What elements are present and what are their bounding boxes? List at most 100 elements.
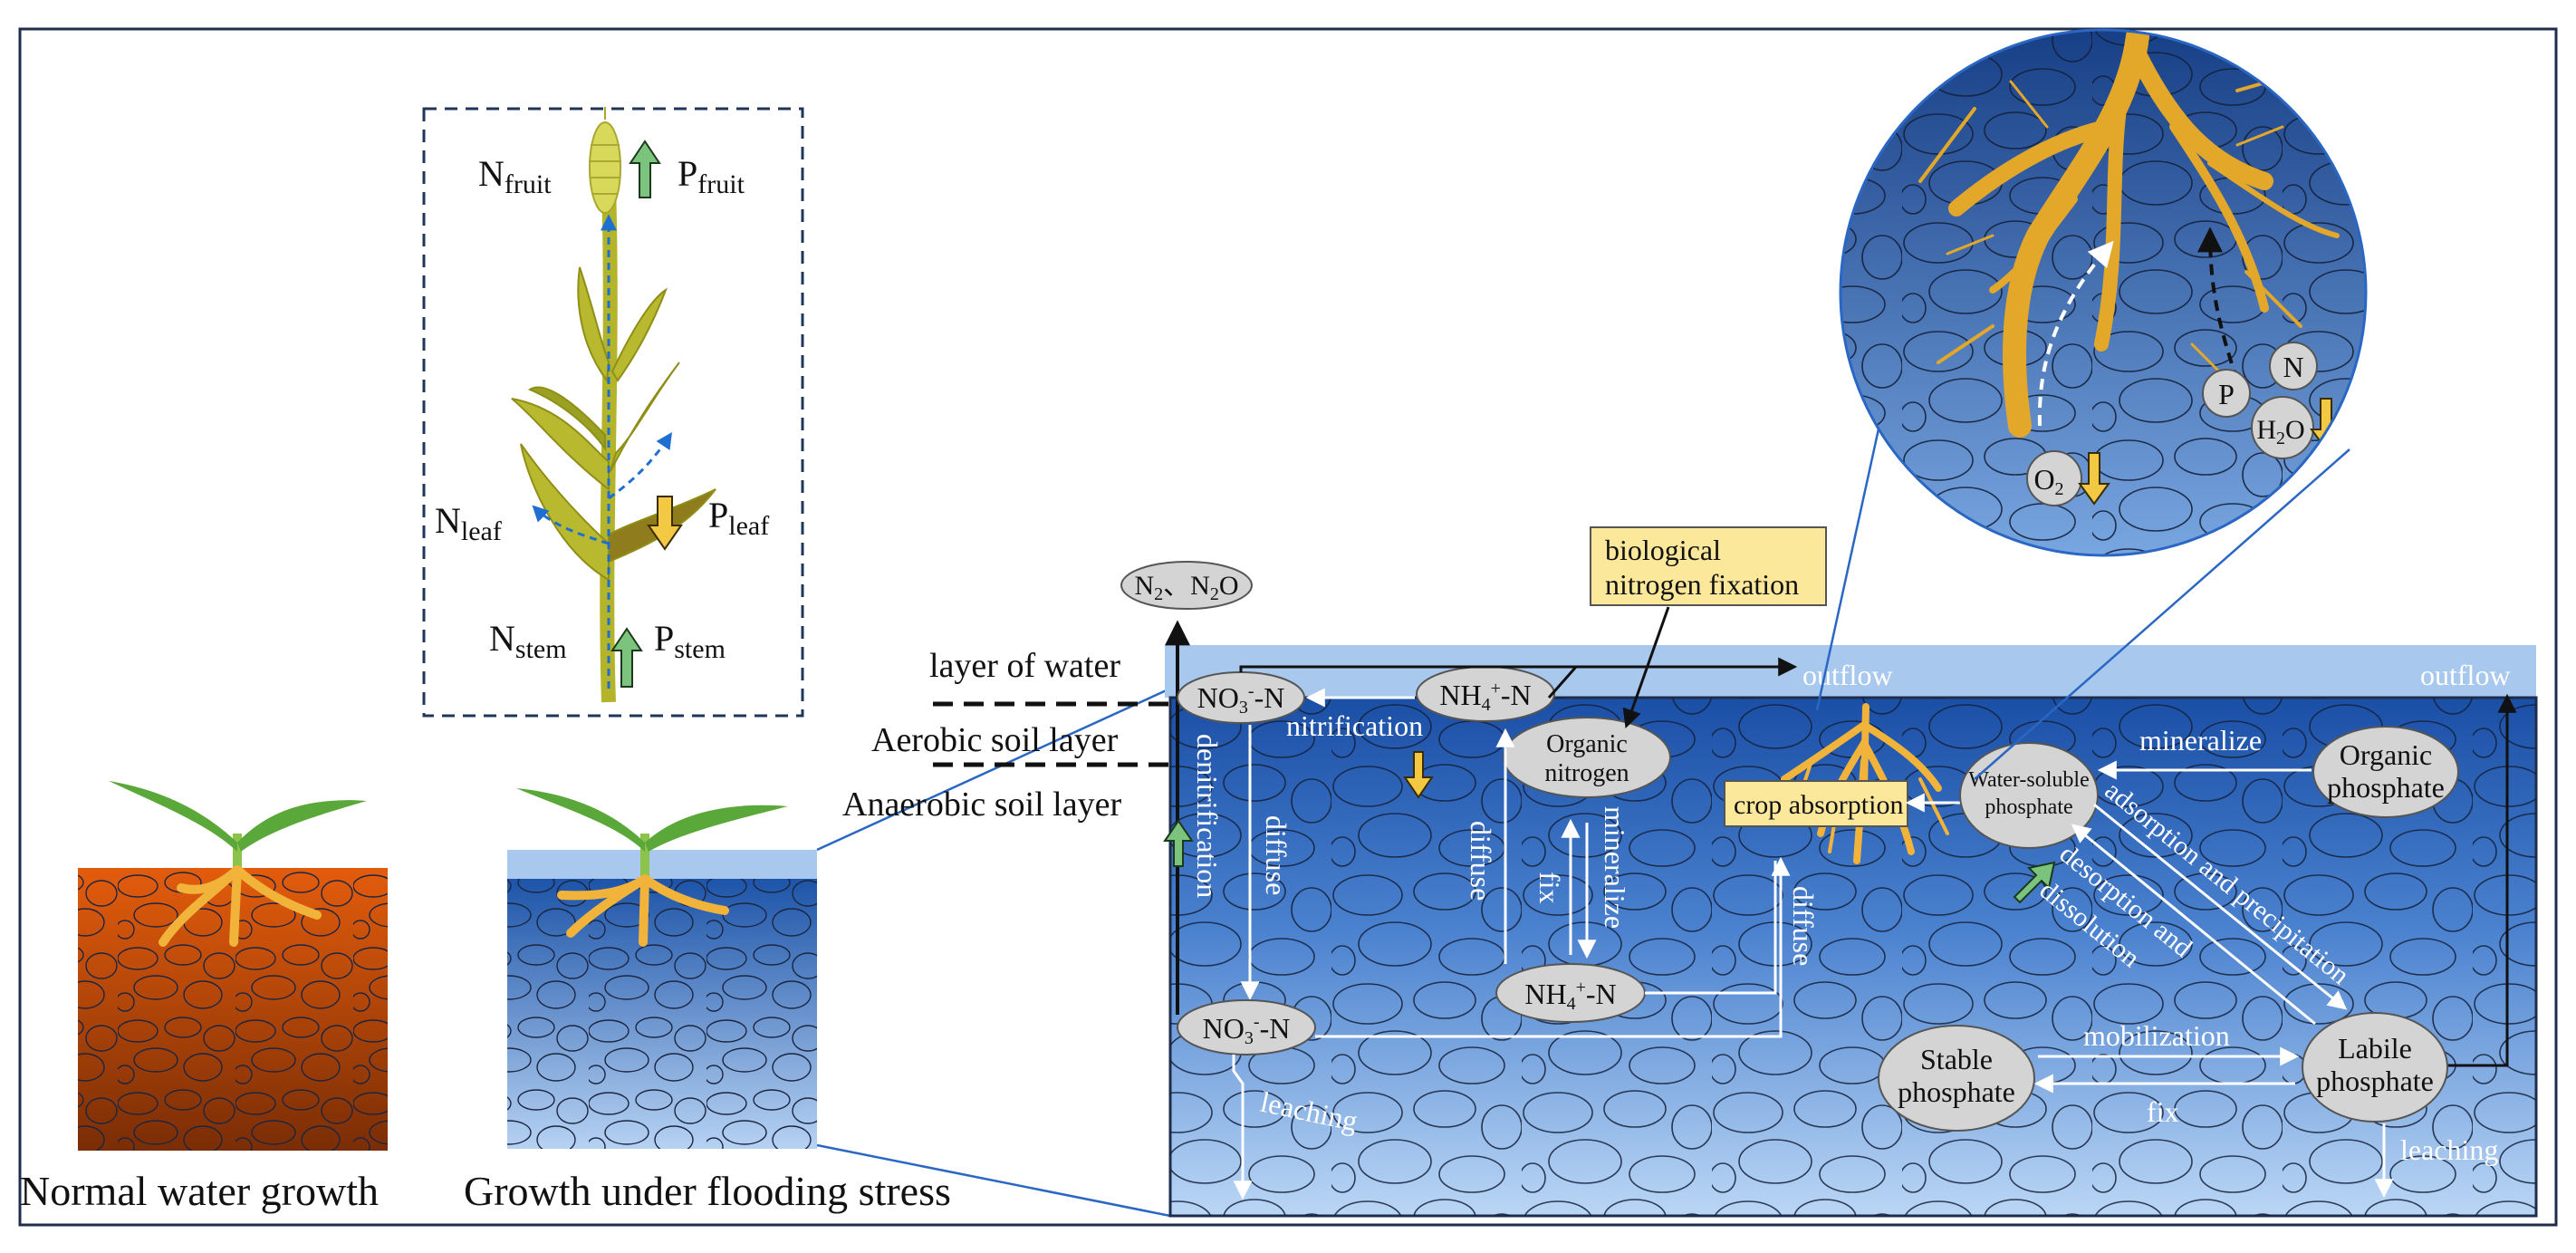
h2o-sub: 2	[2276, 429, 2285, 448]
stable-phosphate-label-2: phosphate	[1898, 1075, 2015, 1108]
organic-nitrogen-label-2: nitrogen	[1544, 759, 1629, 787]
n-stem-label: N	[489, 618, 515, 659]
bnf-box	[1590, 526, 1827, 606]
no3-bottom-end: -N	[1260, 1012, 1291, 1045]
stable-phosphate-label-1: Stable	[1920, 1043, 1993, 1075]
organic-nitrogen-label-1: Organic	[1546, 730, 1628, 758]
n2o-end: O	[1219, 571, 1239, 601]
no3-top-sub: 3	[1239, 698, 1248, 718]
crop-absorption-label: crop absorption	[1734, 790, 1903, 820]
nh4-top-sup: +	[1491, 679, 1501, 699]
caption-flooding: Growth under flooding stress	[464, 1168, 951, 1214]
no3-bottom-sub: 3	[1245, 1028, 1254, 1048]
h2o-label: H	[2256, 415, 2276, 445]
outflow-arrow-left	[1239, 657, 1798, 677]
bnf-arrow	[1622, 606, 1670, 728]
nh4-top-end: -N	[1501, 679, 1532, 711]
plant-stem	[600, 185, 618, 703]
root-zoom-circle: O2 P N H2O	[1839, 28, 2368, 557]
n2-label: N	[1134, 571, 1154, 601]
organic-phosphate-label-1: Organic	[2340, 738, 2432, 771]
fix-label-1: fix	[1533, 872, 1566, 904]
n2o-sub: 2	[1210, 584, 1219, 604]
nh4-to-crop-line	[1645, 861, 1777, 995]
svg-text:NH4+-N: NH4+-N	[1524, 978, 1616, 1014]
labile-phosphate-node	[2302, 1012, 2448, 1123]
no3-top-label: NO	[1197, 681, 1239, 714]
flood-plant	[516, 788, 788, 947]
denitrification-label: denitrification	[1191, 734, 1224, 898]
root-zoom-line-right	[1974, 448, 2350, 780]
p-stem-label: P	[654, 618, 674, 659]
fix-label-2: fix	[2147, 1095, 2179, 1128]
flooding-growth-panel: Growth under flooding stress	[464, 788, 951, 1214]
bnf-label-1: biological	[1605, 534, 1721, 566]
h2o-node	[2251, 396, 2314, 459]
n-fruit-sub: fruit	[505, 169, 552, 199]
mobilization-label: mobilization	[2083, 1019, 2230, 1052]
labile-phosphate-label-1: Labile	[2338, 1032, 2412, 1065]
n2o-label: 、N	[1163, 571, 1210, 601]
o2-node	[2026, 450, 2082, 506]
adsorption-arrow	[2093, 803, 2348, 1010]
nh4-bottom-end: -N	[1586, 978, 1617, 1010]
caption-normal: Normal water growth	[20, 1168, 379, 1214]
normal-plant	[109, 781, 367, 947]
water-soluble-label-2: phosphate	[1985, 795, 2072, 819]
water-layer	[1165, 645, 2536, 698]
svg-text:Nstem: Nstem	[489, 618, 567, 664]
o2-label: O	[2033, 463, 2054, 496]
n2-n2o-node	[1120, 561, 1253, 610]
svg-text:Nleaf: Nleaf	[435, 500, 502, 546]
o2-sub: 2	[2055, 479, 2064, 499]
plant-detail-panel: Nfruit Pfruit Nleaf Pleaf Nstem Pstem	[422, 107, 804, 718]
svg-text:NH4+-N: NH4+-N	[1439, 679, 1531, 715]
h2o-end: O	[2285, 415, 2305, 445]
leaching-arrow-1	[1232, 1055, 1253, 1200]
p-stem-up-arrow	[610, 627, 643, 688]
o2-path-arrow	[2037, 240, 2114, 427]
no3-top-sup: -	[1248, 681, 1254, 701]
flood-water-layer	[507, 850, 817, 879]
root-zoom-roots	[1918, 30, 2340, 438]
diffuse-label-1: diffuse	[1260, 815, 1293, 895]
flood-soil-pebbles	[507, 879, 817, 1149]
p-fruit-up-arrow	[629, 140, 661, 198]
soil-section	[1165, 645, 2538, 1218]
mineralize-label-2: mineralize	[2139, 724, 2262, 757]
plant-detail-frame	[422, 107, 804, 718]
nh4-outflow-link	[1547, 666, 1578, 699]
svg-text:Nfruit: Nfruit	[478, 153, 552, 199]
diffuse-label-2: diffuse	[1465, 821, 1497, 901]
p-stem-sub: stem	[674, 634, 726, 664]
n-label: N	[2283, 351, 2303, 383]
p-leaf-down-arrow	[647, 496, 683, 551]
water-soluble-label-1: Water-soluble	[1968, 768, 2090, 792]
zoom-line-bottom	[816, 1143, 1171, 1218]
bnf-label-2: nitrogen fixation	[1605, 568, 1799, 601]
n-leaf-sub: leaf	[461, 516, 502, 546]
nh4-top-label: NH	[1439, 679, 1481, 711]
diffuse-label-3: diffuse	[1787, 886, 1820, 966]
nutrient-path-arrow	[2197, 227, 2239, 381]
labile-phosphate-label-2: phosphate	[2316, 1065, 2434, 1097]
nh4-top-sub: 4	[1482, 695, 1491, 715]
label-anaerobic-layer: Anaerobic soil layer	[842, 786, 1121, 824]
p-node	[2202, 369, 2251, 418]
svg-text:Pleaf: Pleaf	[708, 495, 769, 541]
n-stem-sub: stem	[515, 634, 567, 664]
n-fruit-label: N	[478, 153, 505, 194]
svg-text:NO3--N: NO3--N	[1197, 681, 1285, 718]
water-soluble-phosphate-node	[1959, 742, 2099, 849]
organic-phosphate-node	[2312, 726, 2459, 818]
organic-phosphate-label-2: phosphate	[2327, 771, 2445, 804]
o2-down-arrow	[2078, 452, 2110, 506]
no3-bottom-label: NO	[1203, 1012, 1245, 1045]
svg-text:NO3--N: NO3--N	[1203, 1012, 1291, 1048]
nh4-bottom-label: NH	[1524, 978, 1566, 1010]
p-leaf-sub: leaf	[728, 511, 769, 541]
svg-text:Pfruit: Pfruit	[678, 153, 745, 199]
p-fruit-sub: fruit	[697, 169, 745, 199]
n2-sub: 2	[1154, 584, 1163, 604]
